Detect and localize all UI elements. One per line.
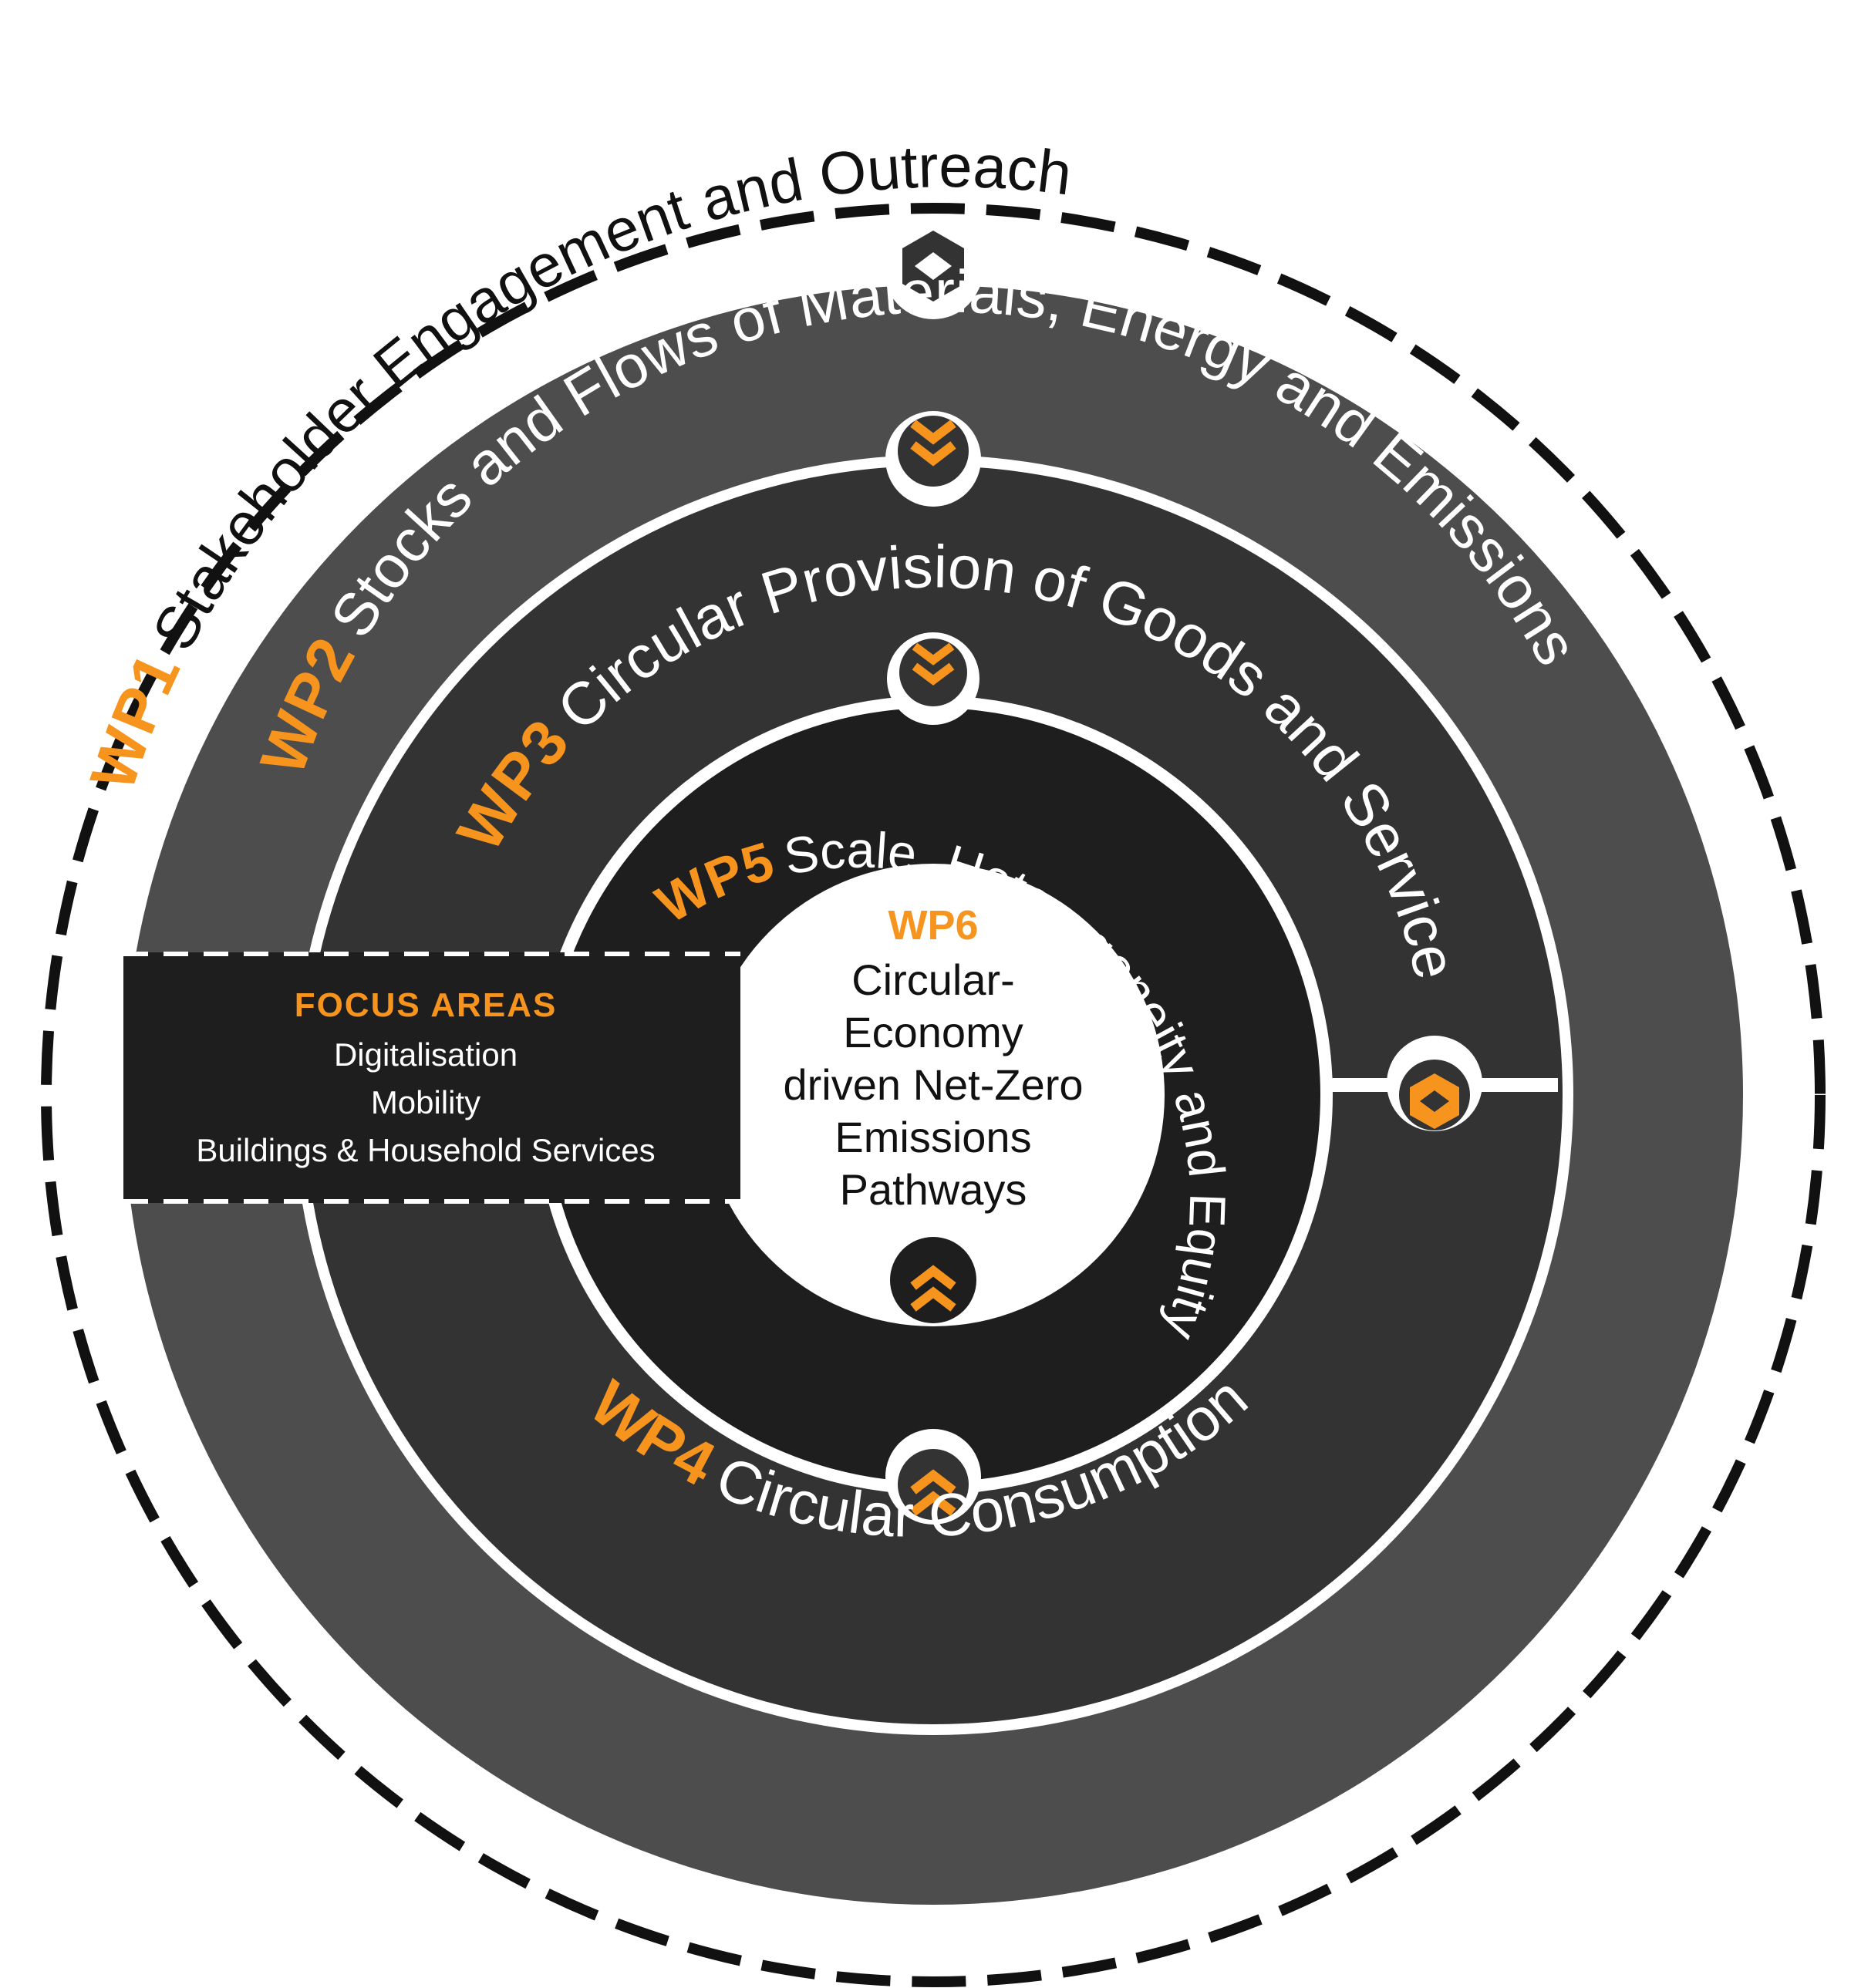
double-chevron-down-icon: [912, 642, 955, 686]
wp6-line: Circular-: [851, 955, 1015, 1004]
hexagon-diamond-icon: [902, 231, 964, 302]
wp6-tag: WP6: [888, 902, 978, 949]
focus-areas-box: FOCUS AREAS Digitalisation Mobility Buil…: [123, 952, 740, 1204]
focus-item: Mobility: [371, 1084, 480, 1120]
wp1-dashed-boundary: [41, 203, 1826, 1987]
focus-item: Buildings & Household Services: [196, 1132, 655, 1168]
focus-areas-title: FOCUS AREAS: [295, 986, 558, 1024]
hexagon-diamond-icon: [1410, 1073, 1459, 1129]
wp6-center-text: WP6 Circular- Economy driven Net-Zero Em…: [783, 902, 1083, 1214]
focus-item: Digitalisation: [334, 1036, 518, 1073]
wp6-line: Pathways: [840, 1165, 1027, 1214]
wp6-line: Emissions: [834, 1113, 1031, 1161]
double-chevron-up-icon: [910, 1265, 956, 1312]
wp6-center: [702, 864, 1165, 1326]
wp6-line: Economy: [843, 1008, 1023, 1056]
double-chevron-down-icon: [910, 420, 956, 467]
double-chevron-up-icon: [910, 1469, 956, 1516]
wp6-connector: [890, 1237, 976, 1323]
wp6-line: driven Net-Zero: [783, 1060, 1083, 1109]
